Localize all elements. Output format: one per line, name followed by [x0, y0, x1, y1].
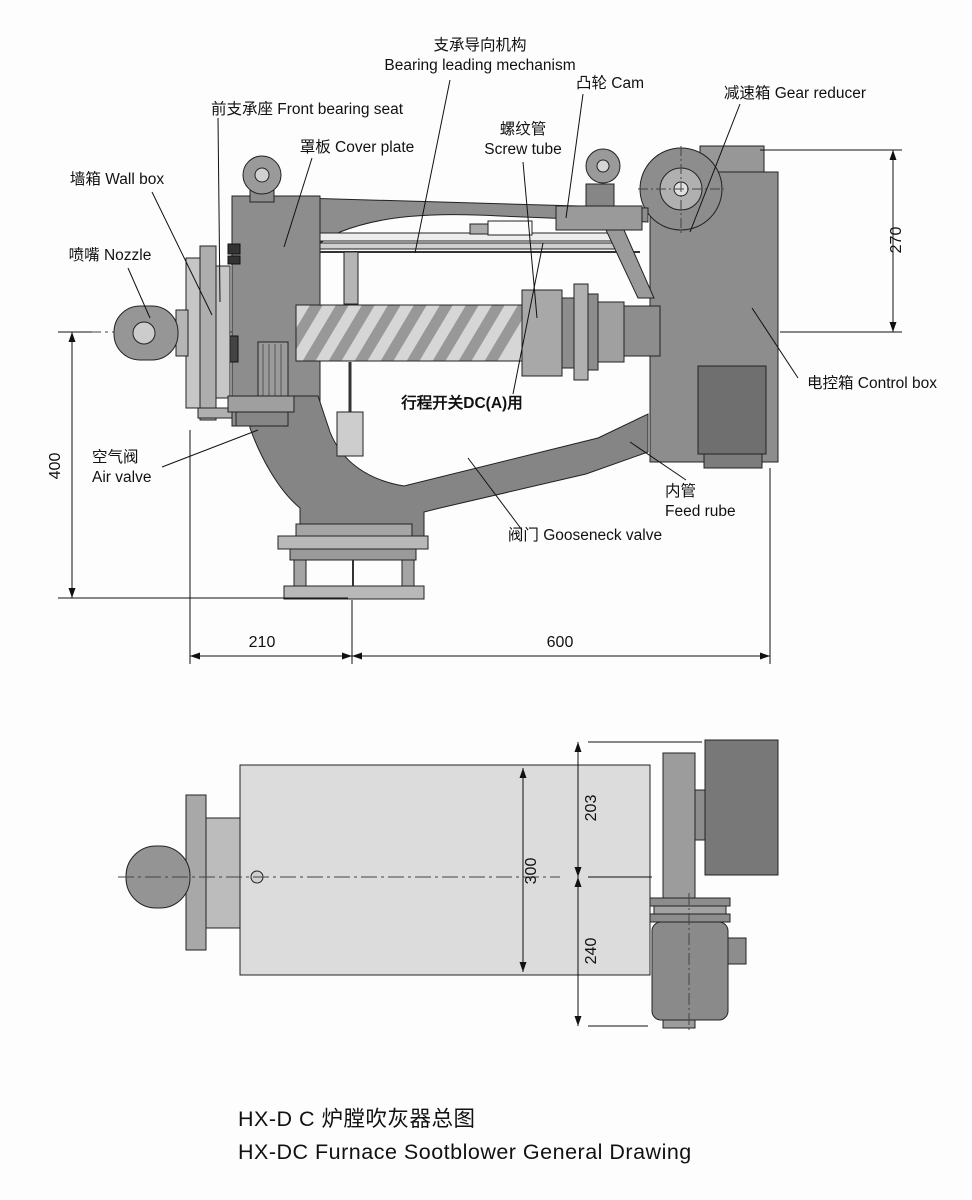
label-air-valve-cn: 空气阀: [92, 449, 139, 466]
side-view-dimensions: [58, 149, 902, 664]
label-front-bearing-seat: 前支承座 Front bearing seat: [210, 101, 404, 118]
dimension-240: 240: [583, 937, 600, 965]
plan-body-shape: [239, 764, 651, 976]
side-view-drawing: [85, 145, 872, 600]
label-cover-plate: 罩板 Cover plate: [299, 139, 415, 156]
plan-motor-shape: [649, 893, 747, 1032]
leader-lines: [127, 79, 799, 531]
title-block: HX-D C 炉膛吹灰器总图 HX-DC Furnace Sootblower …: [238, 1103, 692, 1170]
gear-reducer-shape: [638, 146, 724, 234]
plan-view-dimensions: [519, 741, 702, 1027]
cam-follower-shape: [469, 220, 533, 236]
leader-feed-tube: [629, 441, 687, 481]
dimension-600: 600: [546, 634, 574, 651]
label-air-valve: 空气阀 Air valve: [92, 448, 151, 489]
label-screw-tube-cn: 螺纹管: [499, 121, 547, 138]
leader-front-bearing-seat: [217, 117, 221, 303]
dimension-210: 210: [248, 634, 276, 651]
label-feed-tube: 内管 Feed rube: [665, 482, 736, 523]
bottom-flange-shape: [277, 523, 429, 600]
label-bearing-leading-mechanism-en: Bearing leading mechanism: [384, 57, 576, 75]
leader-nozzle: [127, 267, 151, 319]
label-screw-tube-en: Screw tube: [484, 141, 562, 159]
guide-rails-shape: [319, 232, 640, 305]
label-feed-tube-en: Feed rube: [665, 503, 736, 521]
dimension-400: 400: [47, 452, 64, 480]
leader-bearing-leading-mechanism: [414, 79, 451, 254]
label-control-box: 电控箱 Control box: [806, 375, 938, 392]
leader-cover-plate: [283, 157, 313, 248]
gooseneck-valve-shape: [227, 395, 649, 539]
leader-screw-tube: [522, 161, 538, 319]
label-travel-switch: 行程开关DC(A)用: [401, 395, 523, 412]
label-feed-tube-cn: 内管: [665, 483, 697, 500]
leader-gooseneck-valve: [467, 457, 523, 531]
screw-tube-shape: [257, 304, 527, 401]
plan-view-drawing: [118, 739, 779, 1032]
label-bearing-leading-mechanism-cn: 支承导向机构: [433, 37, 527, 54]
drawing-title-en: HX-DC Furnace Sootblower General Drawing: [238, 1140, 692, 1165]
leader-cam: [565, 93, 584, 219]
dimension-300: 300: [523, 857, 540, 885]
leader-gear-reducer: [689, 103, 741, 233]
rear-bearing-shape: [521, 283, 661, 381]
front-roller-shape: [242, 155, 282, 203]
wall-box-shape: [185, 245, 233, 421]
leader-travel-switch: [512, 242, 544, 395]
label-air-valve-en: Air valve: [92, 469, 152, 487]
label-screw-tube: 螺纹管 Screw tube: [484, 120, 562, 161]
label-bearing-leading-mechanism: 支承导向机构 Bearing leading mechanism: [384, 36, 575, 77]
nozzle-shape: [113, 305, 189, 361]
label-gooseneck-valve: 阀门 Gooseneck valve: [507, 527, 663, 544]
cam-shape: [555, 148, 655, 299]
dimension-203: 203: [583, 794, 600, 822]
label-cam: 凸轮 Cam: [575, 75, 645, 92]
air-valve-shape: [336, 362, 364, 457]
label-wall-box: 墙箱 Wall box: [69, 171, 165, 188]
label-gear-reducer: 减速箱 Gear reducer: [723, 85, 867, 102]
dimension-270: 270: [888, 226, 905, 254]
drawing-title-cn: HX-D C 炉膛吹灰器总图: [238, 1107, 476, 1131]
leader-wall-box: [151, 191, 213, 316]
cover-plate-shape: [231, 195, 649, 245]
leader-air-valve: [161, 429, 259, 468]
label-nozzle: 喷嘴 Nozzle: [68, 247, 152, 264]
leader-control-box: [751, 307, 799, 379]
